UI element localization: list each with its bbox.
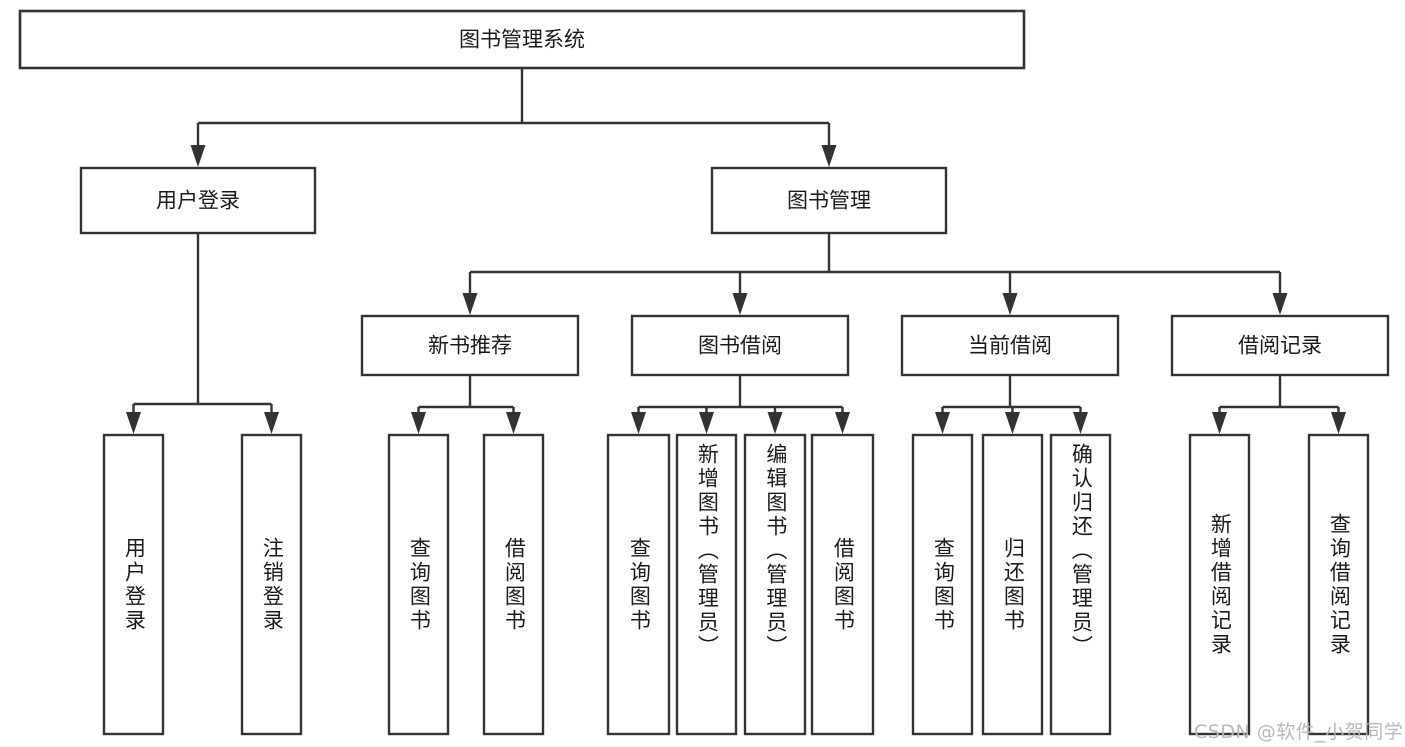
arrow-head-icon [1002,293,1018,315]
arrow-head-icon [462,293,478,315]
connector-group [190,68,837,167]
node-box-leaf-user-login[interactable] [102,433,165,736]
arrow-head-icon [935,412,950,434]
node-box-leaf-query-book-3[interactable] [911,433,974,736]
node-label-book-borrow: 图书借阅 [698,334,782,358]
arrow-head-icon [699,412,714,434]
arrow-head-icon [126,412,141,434]
node-label-current-borrow: 当前借阅 [968,334,1052,358]
edges-layer [126,68,1346,434]
arrow-head-icon [767,412,783,434]
connector-group [411,375,521,434]
connector-group [1212,375,1346,434]
connector-group [935,375,1088,434]
node-box-leaf-borrow-book-2[interactable] [810,433,875,736]
arrow-head-icon [1005,412,1020,434]
node-box-book-manage[interactable] [710,166,948,235]
arrow-head-icon [732,293,748,315]
node-box-leaf-query-book-2[interactable] [606,433,671,736]
connector-group [462,233,1288,315]
node-box-book-borrow[interactable] [630,314,850,377]
arrow-head-icon [1331,412,1346,434]
node-box-leaf-query-book-1[interactable] [387,433,450,736]
node-box-borrow-record[interactable] [1170,314,1390,377]
node-label-root: 图书管理系统 [459,28,585,52]
node-box-user-login[interactable] [79,166,317,235]
node-box-leaf-add-record[interactable] [1188,433,1251,736]
node-label-user-login: 用户登录 [156,189,240,213]
arrow-head-icon [631,412,646,434]
arrow-head-icon [411,412,426,434]
node-label-borrow-record: 借阅记录 [1238,334,1322,358]
node-box-root[interactable] [18,9,1026,70]
arrow-head-icon [835,412,850,434]
node-box-new-book-rec[interactable] [360,314,580,377]
arrow-head-icon [821,145,837,167]
node-label-book-manage: 图书管理 [787,189,871,213]
arrow-head-icon [1073,412,1088,434]
node-box-leaf-query-record[interactable] [1307,433,1370,736]
arrow-head-icon [190,145,206,167]
arrow-head-icon [506,412,521,434]
arrow-head-icon [264,412,279,434]
node-box-leaf-add-book[interactable] [675,433,738,736]
node-label-new-book-rec: 新书推荐 [428,334,512,358]
node-box-leaf-confirm-return[interactable] [1049,433,1112,736]
boxes-layer [18,9,1390,736]
arrow-head-icon [1212,412,1227,434]
arrow-head-icon [1272,293,1288,315]
connector-group [631,375,850,434]
node-box-leaf-edit-book[interactable] [743,433,807,736]
node-box-leaf-borrow-book-1[interactable] [482,433,545,736]
node-box-leaf-logout[interactable] [240,433,303,736]
watermark-text: CSDN @软件_小贺同学 [1194,721,1404,743]
connector-group [126,233,279,434]
node-box-current-borrow[interactable] [900,314,1120,377]
node-box-leaf-return-book[interactable] [981,433,1044,736]
